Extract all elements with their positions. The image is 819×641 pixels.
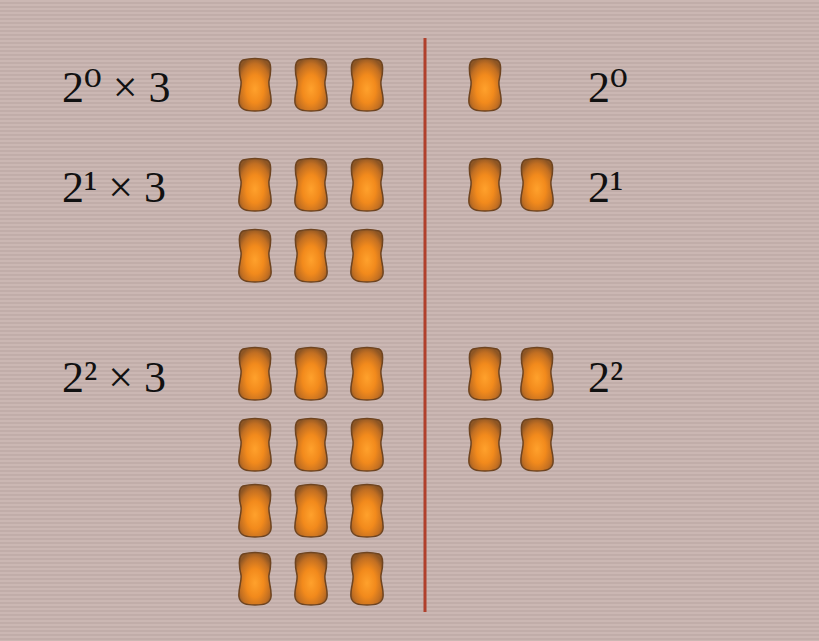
count-label: 2²	[588, 356, 623, 400]
bean-group-right	[469, 59, 553, 472]
row-formula: 2² × 3	[62, 356, 166, 400]
row-formula: 2¹ × 3	[62, 166, 166, 210]
divider-line	[424, 38, 427, 612]
count-label: 2⁰	[588, 66, 628, 110]
count-label: 2¹	[588, 166, 623, 210]
row-formula: 2⁰ × 3	[62, 66, 170, 110]
bean-group-left	[239, 59, 383, 606]
